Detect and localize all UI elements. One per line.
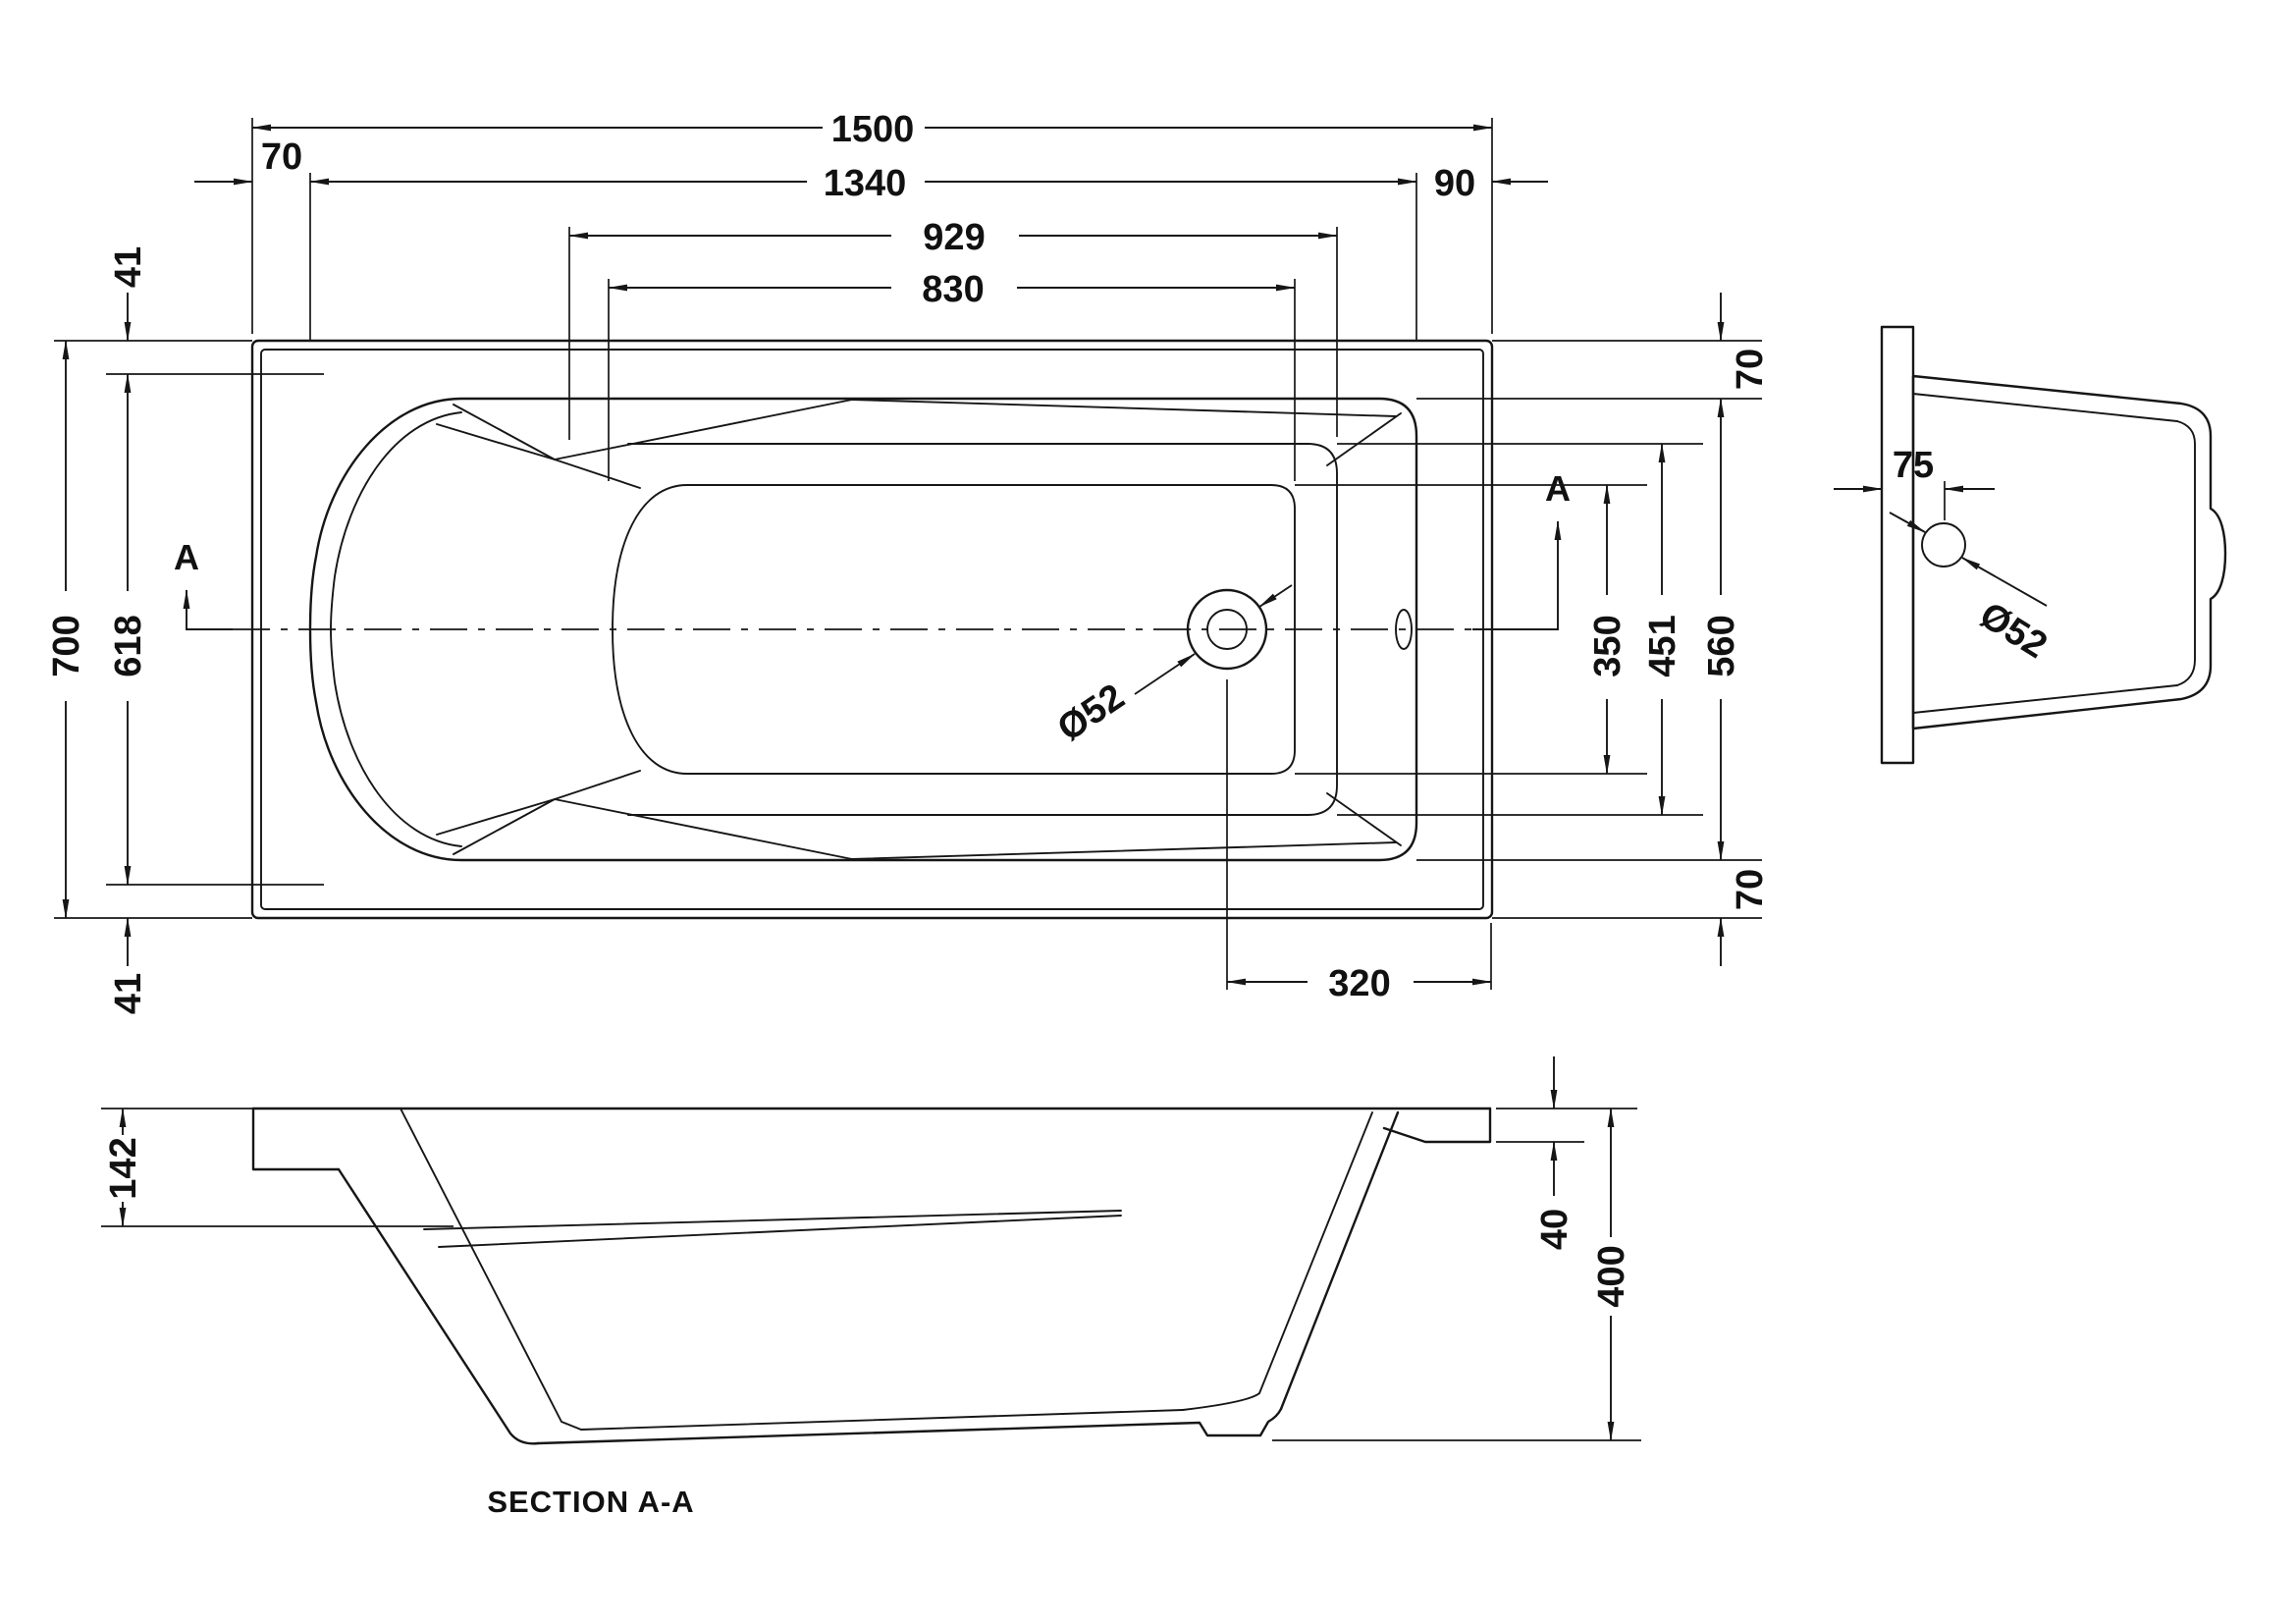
- dim-label: 618: [108, 615, 149, 676]
- drain-callout-leader: [1889, 512, 1926, 533]
- dim-label: 70: [261, 136, 302, 178]
- backrest-facet-line: [436, 798, 556, 836]
- dim-label: 320: [1328, 963, 1390, 1004]
- backrest-ridge-line: [554, 798, 853, 860]
- section-wall-outer: [1279, 1110, 1400, 1411]
- section-far-edge: [423, 1210, 1122, 1230]
- dim-margin-top: 41: [108, 246, 149, 342]
- drain-callout-leader: [1258, 584, 1293, 608]
- dim-label: 41: [108, 973, 149, 1014]
- dim-label: 400: [1591, 1245, 1632, 1307]
- end-view: 75 Ø52: [1834, 325, 2227, 765]
- end-inner-right: [2176, 420, 2196, 686]
- drain-diameter-label: Ø52: [1050, 676, 1132, 750]
- waterline-step-line: [851, 399, 1397, 417]
- dim-label: 142: [103, 1137, 144, 1199]
- drain-callout-leader: [1134, 653, 1196, 695]
- section-marker-right: A: [1472, 468, 1571, 630]
- dim-left-rim: 70: [194, 136, 302, 186]
- backrest-facet-line: [436, 423, 556, 460]
- section-floor-inner: [580, 1409, 1184, 1431]
- dim-upper-length: 929: [568, 217, 1338, 258]
- waterline-step-line: [851, 841, 1397, 860]
- section-title: SECTION A-A: [487, 1485, 694, 1519]
- bowl-inner-cap-curve: [330, 411, 462, 847]
- dim-inner-width: 618: [108, 373, 149, 886]
- section-left-rim-block: [251, 1107, 341, 1171]
- section-marker-label: A: [1545, 468, 1571, 509]
- section-marker-left: A: [174, 537, 233, 630]
- dim-rim-bottom-right: 70: [1717, 869, 1771, 966]
- dim-head-height: 142: [101, 1108, 454, 1227]
- wall-flange: [1880, 325, 1915, 765]
- dim-label: 90: [1434, 163, 1475, 204]
- plan-dimensions-left: 700 618 41 41: [46, 246, 324, 1014]
- dim-mid-width: 451: [1642, 443, 1683, 816]
- bowl-opening-edge: [308, 397, 1418, 862]
- dim-label: 70: [1730, 349, 1771, 390]
- corner-chamfer-line: [1326, 792, 1402, 846]
- dim-rim-thickness: 40: [1496, 1056, 1637, 1250]
- dim-total-depth: 400: [1272, 1108, 1641, 1441]
- dim-label: 830: [922, 269, 984, 310]
- dim-drain-offset: 320: [1226, 679, 1492, 1004]
- backrest-facet-line: [453, 404, 556, 460]
- dim-rim-top-right: 70: [1717, 293, 1771, 390]
- drain-hole-inner: [1206, 609, 1248, 650]
- backrest-facet-line: [453, 798, 556, 855]
- dim-label: 560: [1701, 615, 1742, 676]
- dim-label: 350: [1587, 615, 1629, 676]
- drain-hole-outer: [1186, 588, 1268, 671]
- drain-callout-leader: [1961, 557, 2048, 607]
- dim-margin-bottom: 41: [108, 917, 149, 1014]
- backrest-facet-line: [554, 459, 641, 489]
- end-rim-inner-bottom: [1912, 684, 2178, 714]
- dim-overall-length: 1500: [251, 109, 1493, 150]
- section-far-edge: [438, 1215, 1122, 1248]
- dim-drain-from-edge: 75: [1834, 445, 1995, 520]
- dim-overall-width: 700: [46, 340, 87, 919]
- dim-label: 75: [1893, 445, 1934, 486]
- drain-diameter-label: Ø52: [1972, 594, 2054, 667]
- dim-label: 451: [1642, 615, 1683, 676]
- section-right-rim-block: [1382, 1107, 1492, 1144]
- dim-label: 1340: [824, 163, 907, 204]
- end-body-outline: [1911, 374, 2227, 730]
- section-marker-leader: [1472, 520, 1562, 630]
- bowl-mid-contour: [627, 443, 1338, 816]
- plan-dimensions-top: 1500 70 1340 90 929 830: [194, 109, 1548, 481]
- dim-label: 41: [108, 246, 149, 288]
- plan-view: Ø52 A A: [174, 339, 1571, 920]
- backrest-ridge-line: [554, 399, 853, 460]
- corner-chamfer-line: [1326, 412, 1402, 466]
- section-floor-inner-corner: [1182, 1392, 1260, 1411]
- section-marker-leader: [183, 589, 233, 630]
- dim-label: 70: [1730, 869, 1771, 910]
- section-view: 142 40 400 SECTION A-A: [101, 1056, 1641, 1519]
- dim-label: 40: [1534, 1209, 1575, 1250]
- section-marker-label: A: [174, 537, 199, 577]
- section-floor-outer: [536, 1407, 1283, 1445]
- dim-floor-length: 830: [608, 269, 1296, 310]
- overflow-hole: [1395, 609, 1413, 650]
- bowl-floor-outline: [612, 484, 1296, 775]
- dim-opening-width: 560: [1701, 398, 1742, 861]
- dim-label: 700: [46, 615, 87, 676]
- dim-opening-length: 1340: [309, 163, 1417, 204]
- section-backrest-outer: [337, 1167, 540, 1445]
- drain-hole-side: [1921, 522, 1966, 568]
- end-rim-inner-top: [1912, 393, 2178, 422]
- dim-label: 929: [923, 217, 985, 258]
- plan-dimensions-right: 350 451 560 70 70: [1295, 293, 1771, 966]
- dim-label: 1500: [831, 109, 915, 150]
- dim-floor-width: 350: [1587, 484, 1629, 775]
- section-backrest-inner: [400, 1108, 582, 1431]
- backrest-facet-line: [554, 770, 641, 800]
- dim-right-rim: 90: [1364, 163, 1548, 204]
- section-wall-inner: [1258, 1111, 1373, 1394]
